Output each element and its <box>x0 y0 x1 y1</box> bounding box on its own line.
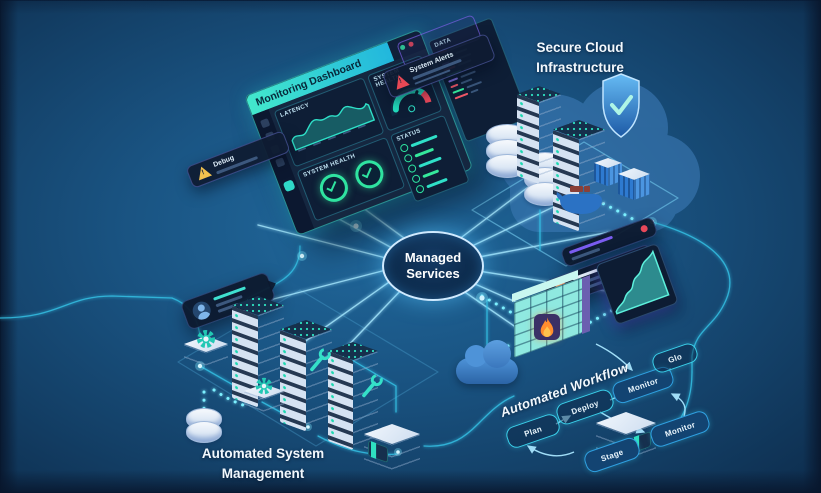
status-check-icon <box>399 142 410 154</box>
flame-icon <box>534 314 560 340</box>
automated-system-line1: Automated System <box>201 446 325 461</box>
latency-panel: Latency <box>273 77 385 168</box>
warning-triangle-icon <box>194 164 213 181</box>
automated-system-label: Automated System Management <box>178 444 348 485</box>
secure-cloud-label: Secure Cloud Infrastructure <box>505 38 655 79</box>
health-check-icon <box>315 169 352 206</box>
gear-icon <box>197 330 215 348</box>
gear-icon <box>255 377 273 395</box>
alert-dot-icon <box>639 224 649 234</box>
status-check-icon <box>403 153 414 164</box>
latency-area-chart <box>291 102 376 152</box>
status-bar <box>422 168 440 178</box>
sidebar-square-icon <box>274 157 285 168</box>
automated-system-line2: Management <box>221 466 305 482</box>
mini-chart-panel <box>595 242 679 326</box>
database-cylinder <box>186 408 222 443</box>
status-check-icon <box>410 173 422 184</box>
user-avatar-icon <box>190 299 214 323</box>
alert-triangle-icon <box>391 72 410 90</box>
server-tower <box>553 116 609 232</box>
security-shield-icon <box>602 73 640 138</box>
secure-cloud-line2: Infrastructure <box>536 60 624 76</box>
managed-services-hub: Managed Services <box>382 231 484 301</box>
docker-whale-icon <box>556 186 602 214</box>
status-bar <box>426 177 448 188</box>
server-tower <box>517 82 565 186</box>
status-check-icon <box>414 183 426 195</box>
wrench-icon <box>310 348 331 372</box>
sidebar-square-icon <box>259 118 270 129</box>
health-check-icon <box>351 156 388 193</box>
sidebar-avatar-icon <box>282 179 296 193</box>
mini-area-chart <box>615 249 670 315</box>
hub-line2: Services <box>406 266 460 281</box>
wrench-icon <box>362 374 383 398</box>
cloud-icon <box>456 340 518 384</box>
status-check-icon <box>407 163 418 174</box>
secure-cloud-line1: Secure Cloud <box>536 40 624 55</box>
hub-line1: Managed <box>404 249 462 265</box>
